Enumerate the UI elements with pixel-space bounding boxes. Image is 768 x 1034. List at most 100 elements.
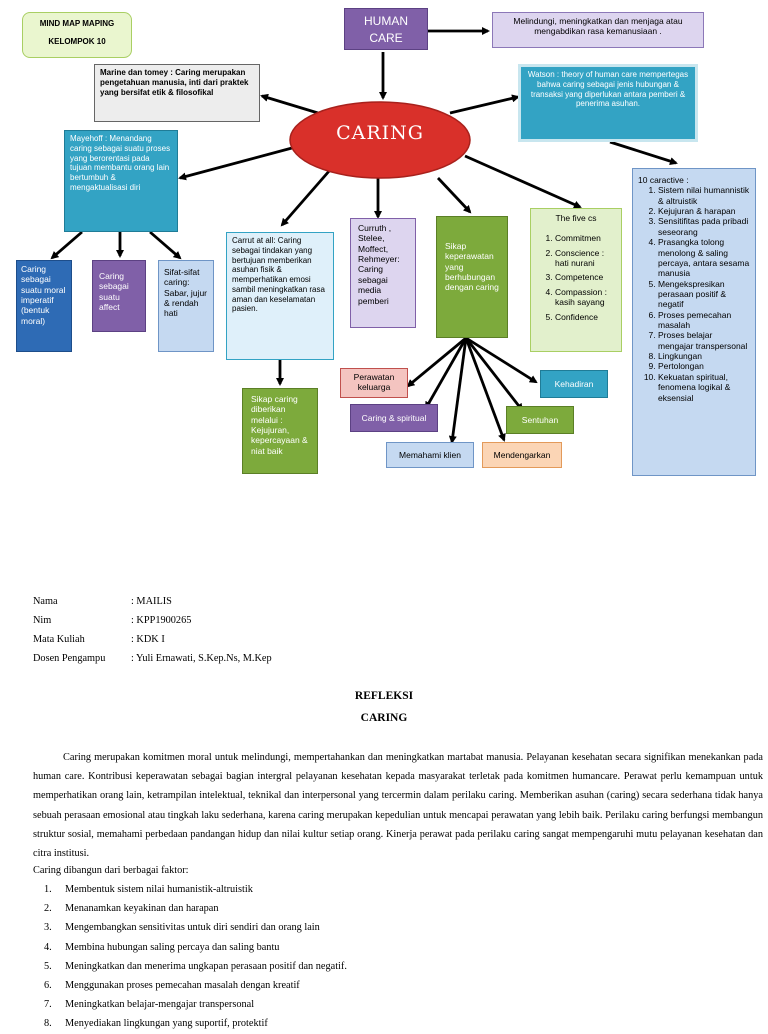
five-cs-item: Competence [555,272,617,282]
human-care-label: HUMAN CARE [364,14,408,45]
list-number: 2. [44,903,52,915]
sikap-perawatan-box: Sikap keperawatan yang berhubungan denga… [436,216,508,338]
factor-item: 5. Meningkatkan dan menerima ungkapan per… [33,957,347,976]
list-text: Meningkatkan belajar-mengajar transperso… [65,999,255,1011]
factors-list: 1. Membentuk sistem nilai humanistik-altr… [33,880,347,1034]
list-number: 6. [44,979,52,991]
memahami-klien-label: Memahami klien [399,450,461,460]
affect-text: Caring sebagai suatu affect [99,271,129,313]
list-text: Membina hubungan saling percaya dan sali… [65,941,280,953]
five-cs-list: CommitmenConscience : hati nuraniCompete… [535,233,617,322]
affect-box: Caring sebagai suatu affect [92,260,146,332]
list-number: 5. [44,960,52,972]
caring-spiritual-box: Caring & spiritual [350,404,438,432]
nama-value: : MAILIS [131,596,172,607]
caractive-item: Sensitifitas pada pribadi seseorang [658,216,750,237]
five-cs-item: Confidence [555,312,617,322]
list-number: 4. [44,941,52,953]
header-box: MIND MAP MAPING KELOMPOK 10 [22,12,132,58]
info-row-nim: Nim : KPP1900265 [33,615,191,626]
caractive-item: Kekuatan spiritual, fenomena logikal & e… [658,372,750,403]
marine-tomey-box: Marine dan tomey : Caring merupakan peng… [94,64,260,122]
human-care-definition: Melindungi, meningkatkan dan menjaga ata… [492,12,704,48]
nim-label: Nim [33,615,52,626]
caractive-item: Mengekspresikan perasaan positif & negat… [658,279,750,310]
kehadiran-box: Kehadiran [540,370,608,398]
factor-item: 2. Menanamkan keyakinan dan harapan [33,899,347,918]
mayehoff-box: Mayehoff : Menandang caring sebagai suat… [64,130,178,232]
mayehoff-text: Mayehoff : Menandang caring sebagai suat… [70,134,171,192]
factor-item: 4. Membina hubungan saling percaya dan sa… [33,938,347,957]
caring-label-box: CARING [290,118,470,148]
sifat-box: Sifat-sifat caring: Sabar, jujur & renda… [158,260,214,352]
five-cs-box: The five cs CommitmenConscience : hati n… [530,208,622,352]
caractive-item: Pertolongan [658,361,750,371]
caractive-box: 10 caractive : Sistem nilai humannistik … [632,168,756,476]
factor-item: 1. Membentuk sistem nilai humanistik-altr… [33,880,347,899]
dosen-value: : Yuli Ernawati, S.Kep.Ns, M.Kep [131,653,272,664]
matakuliah-value: : KDK I [131,634,165,645]
moral-box: Caring sebagai suatu moral imperatif (be… [16,260,72,352]
marine-tomey-text: Marine dan tomey : Caring merupakan peng… [100,68,249,97]
matakuliah-label: Mata Kuliah [33,634,85,645]
factor-item: 6.Menggunakan proses pemecahan masalah d… [33,976,347,995]
list-number: 3. [44,922,52,934]
human-care-definition-text: Melindungi, meningkatkan dan menjaga ata… [513,16,683,37]
caring-label: CARING [336,122,424,144]
mind-map: MIND MAP MAPING KELOMPOK 10 HUMAN CARE M… [0,0,768,490]
mendengarkan-label: Mendengarkan [493,450,551,460]
caractive-list: Sistem nilai humannistik & altruistikKej… [638,185,750,403]
watson-box: Watson : theory of human care mempertega… [518,64,698,142]
mendengarkan-box: Mendengarkan [482,442,562,468]
header-line2: KELOMPOK 10 [48,36,106,46]
info-row-nama: Nama : MAILIS [33,596,172,607]
sikap-diberikan-box: Sikap caring diberikan melalui : Kejujur… [242,388,318,474]
caractive-item: Sistem nilai humannistik & altruistik [658,185,750,206]
caractive-item: Proses pemecahan masalah [658,310,750,331]
factor-item: 7. Meningkatkan belajar-mengajar transper… [33,995,347,1014]
kehadiran-label: Kehadiran [554,379,594,389]
header-line1: MIND MAP MAPING [39,19,115,28]
moral-text: Caring sebagai suatu moral imperatif (be… [21,264,66,326]
list-text: Meningkatkan dan menerima ungkapan peras… [65,960,347,972]
five-cs-item: Compassion : kasih sayang [555,287,617,308]
perawatan-keluarga-label: Perawatan keluarga [353,372,395,393]
sentuhan-box: Sentuhan [506,406,574,434]
doc-title-caring: CARING [360,712,408,724]
list-number: 7. [44,999,52,1011]
caring-spiritual-label: Caring & spiritual [361,413,427,423]
sifat-text: Sifat-sifat caring: Sabar, jujur & renda… [164,267,207,319]
human-care-box: HUMAN CARE [344,8,428,50]
five-cs-item: Commitmen [555,233,617,243]
factors-intro: Caring dibangun dari berbagai faktor: [33,865,189,876]
curruth-text: Curruth , Stelee, Moffect, Rehmeyer: Car… [358,223,400,306]
list-number: 1. [44,884,52,895]
factor-item: 3. Mengembangkan sensitivitas untuk diri … [33,918,347,937]
caractive-item: Lingkungan [658,351,750,361]
info-row-matakuliah: Mata Kuliah : KDK I [33,634,165,645]
doc-title-refleksi: REFLEKSI [354,690,414,702]
list-text: Mengembangkan sensitivitas untuk diri se… [65,922,320,934]
nim-value: : KPP1900265 [131,615,192,626]
curruth-box: Curruth , Stelee, Moffect, Rehmeyer: Car… [350,218,416,328]
caractive-item: Proses belajar mengajar transpersonal [658,330,750,351]
caractive-title: 10 caractive : [638,175,689,185]
perawatan-keluarga-box: Perawatan keluarga [340,368,408,398]
watson-text: Watson : theory of human care mempertega… [527,70,689,109]
dosen-label: Dosen Pengampu [33,653,106,664]
body-paragraph: Caring merupakan komitmen moral untuk me… [33,752,763,860]
sikap-perawatan-text: Sikap keperawatan yang berhubungan denga… [445,241,499,293]
memahami-klien-box: Memahami klien [386,442,474,468]
carrut-text: Carrut at all: Caring sebagai tindakan y… [232,236,325,314]
info-row-dosen: Dosen Pengampu : Yuli Ernawati, S.Kep.Ns,… [33,653,272,664]
five-cs-item: Conscience : hati nurani [555,248,617,269]
list-text: Membentuk sistem nilai humanistik-altrui… [65,884,253,895]
carrut-box: Carrut at all: Caring sebagai tindakan y… [226,232,334,360]
sikap-diberikan-text: Sikap caring diberikan melalui : Kejujur… [251,394,308,456]
caractive-item: Prasangka tolong menolong & saling perca… [658,237,750,278]
sentuhan-label: Sentuhan [521,415,559,425]
list-text: Menanamkan keyakinan dan harapan [65,903,219,915]
caractive-item: Kejujuran & harapan [658,206,750,216]
five-cs-title: The five cs [555,213,597,223]
nama-label: Nama [33,596,58,607]
